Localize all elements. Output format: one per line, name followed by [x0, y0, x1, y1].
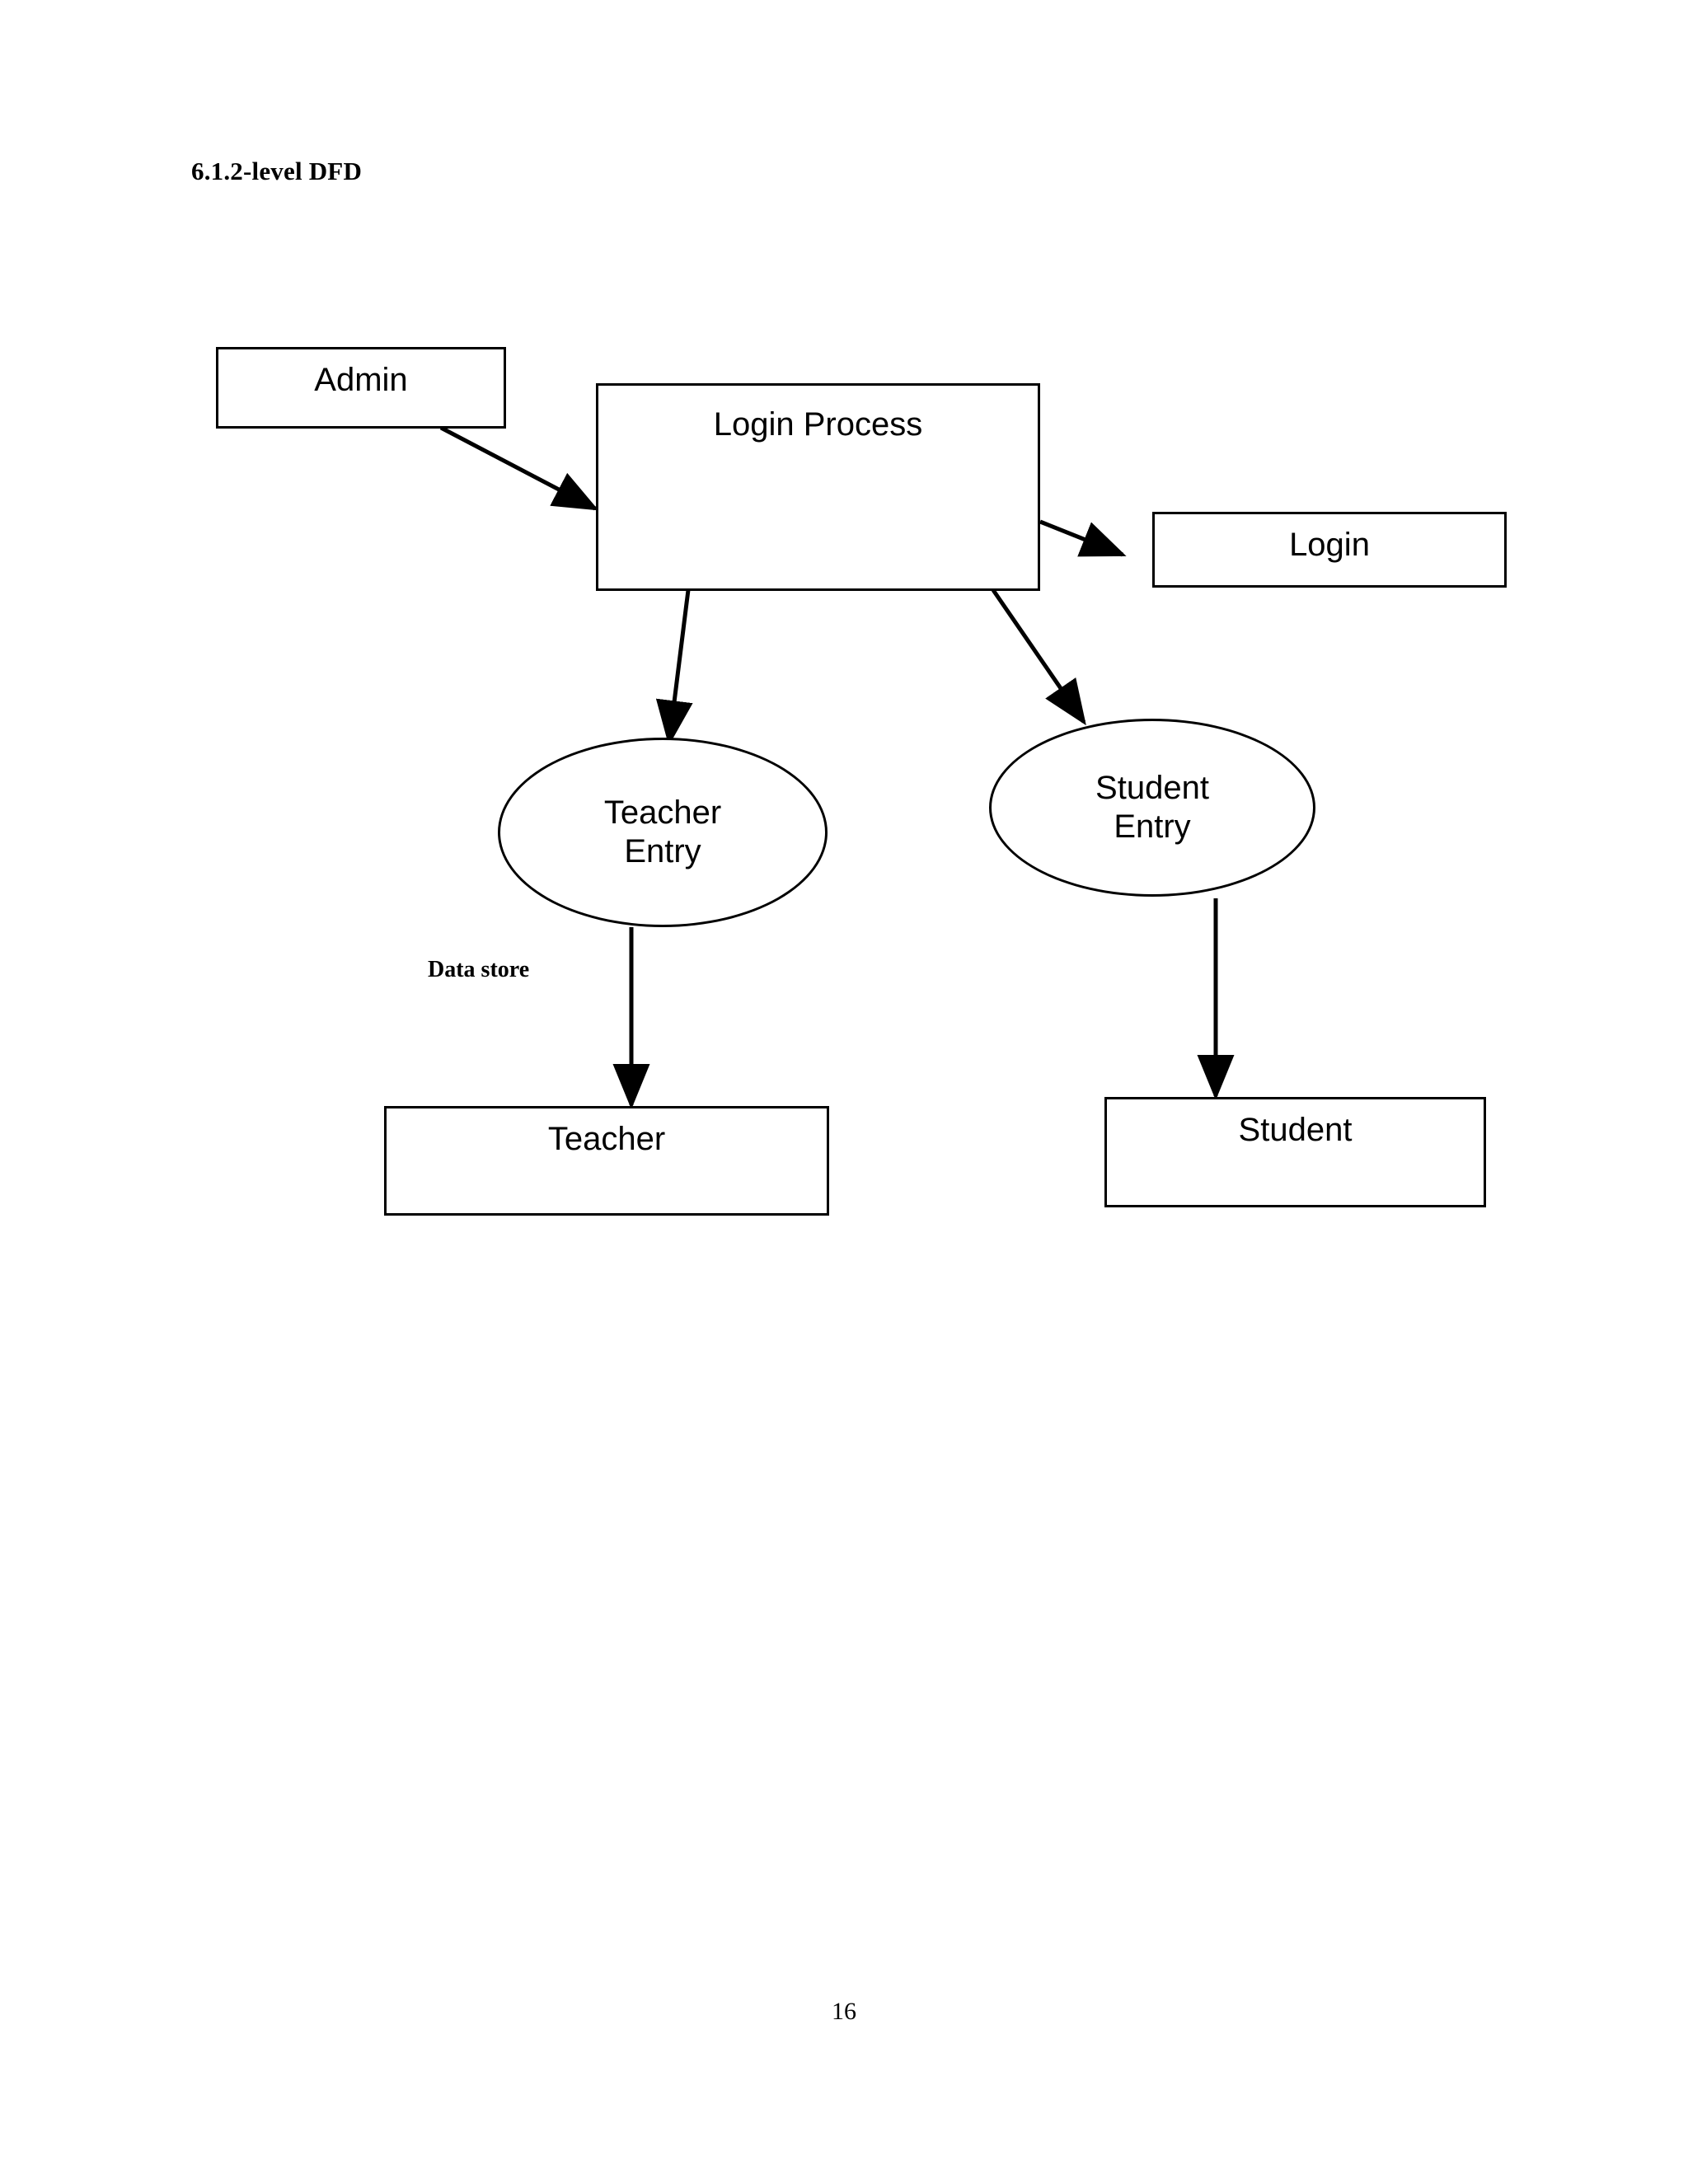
edge-login-process-to-login	[1039, 519, 1127, 557]
node-login-process-label: Login Process	[713, 406, 923, 443]
node-admin-label: Admin	[314, 362, 408, 398]
node-teacher-entry[interactable]: Teacher Entry	[498, 738, 828, 927]
edge-login-process-to-teacher-entry	[655, 589, 693, 746]
node-student-store[interactable]: Student	[1104, 1097, 1486, 1207]
edge-admin-to-login-process	[439, 425, 599, 511]
node-teacher-store-label: Teacher	[547, 1121, 666, 1157]
edge-login-process-to-student-entry	[991, 588, 1086, 726]
node-admin[interactable]: Admin	[216, 347, 506, 429]
node-student-entry-label: Student Entry	[1095, 769, 1209, 845]
node-student-entry[interactable]: Student Entry	[989, 719, 1315, 897]
node-teacher-entry-label: Teacher Entry	[603, 794, 722, 869]
node-login-label: Login	[1289, 527, 1370, 563]
page-number: 16	[832, 1998, 856, 2025]
node-login[interactable]: Login	[1152, 512, 1507, 588]
node-login-process[interactable]: Login Process	[596, 383, 1040, 591]
node-teacher-store[interactable]: Teacher	[384, 1106, 829, 1216]
page-title: 6.1.2-level DFD	[191, 157, 363, 185]
data-store-annotation: Data store	[428, 957, 530, 982]
node-student-store-label: Student	[1238, 1112, 1353, 1148]
